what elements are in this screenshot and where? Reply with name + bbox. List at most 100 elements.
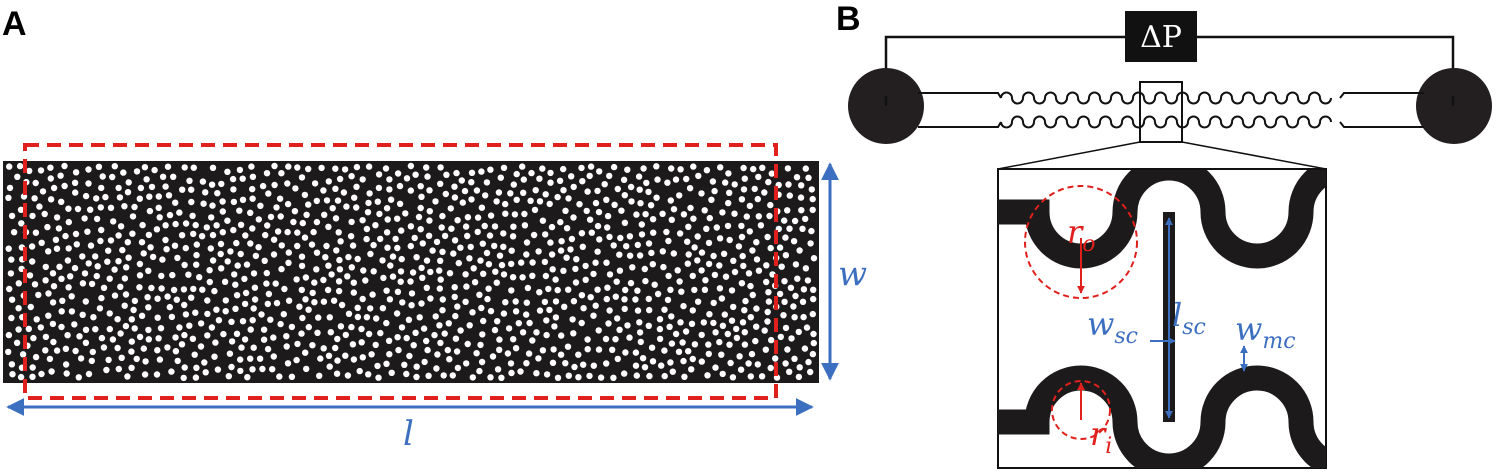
pore [384, 216, 391, 223]
pore [19, 351, 27, 358]
pore [578, 164, 585, 172]
pore [621, 305, 628, 313]
pore [249, 173, 257, 180]
pore [802, 265, 810, 272]
pore [231, 271, 238, 278]
pore [496, 336, 503, 343]
pore [659, 248, 666, 255]
pore [563, 254, 570, 261]
pore [283, 343, 290, 350]
pore [463, 283, 470, 290]
pore [457, 327, 464, 334]
pore [670, 250, 677, 257]
pore [536, 307, 544, 314]
pore [218, 180, 225, 188]
pore [37, 167, 45, 174]
pore [800, 313, 807, 321]
main-channel-width-label: wmc [1235, 310, 1296, 354]
pore [360, 267, 367, 274]
pore [757, 222, 765, 229]
pore [354, 313, 362, 321]
pore [513, 196, 520, 203]
pore [265, 190, 272, 197]
pore [568, 235, 576, 243]
pore [107, 204, 115, 211]
pore [698, 190, 705, 197]
pore [565, 286, 572, 293]
pore [162, 183, 169, 190]
pore [733, 325, 740, 333]
pore [324, 286, 332, 294]
pore [765, 298, 773, 305]
pore [27, 303, 34, 311]
pore [340, 189, 348, 196]
pore [359, 295, 366, 303]
pore [138, 312, 146, 319]
pore [474, 228, 481, 236]
pore [181, 164, 188, 171]
pore [441, 330, 448, 337]
pore [65, 284, 72, 291]
pore [455, 259, 462, 267]
pore [755, 267, 763, 274]
pore [500, 310, 508, 317]
pore [249, 317, 256, 324]
pore [189, 335, 197, 342]
pore [393, 310, 401, 317]
pore [302, 349, 309, 356]
pore [463, 360, 470, 367]
pore [46, 355, 54, 363]
pore [753, 239, 760, 246]
pore [434, 351, 441, 358]
pore [423, 337, 430, 345]
pore [68, 293, 75, 300]
pore [384, 244, 391, 251]
pore [36, 203, 43, 210]
pore [76, 333, 83, 340]
pore [551, 323, 558, 330]
pore [323, 242, 330, 250]
pore [507, 190, 514, 197]
pore [726, 236, 733, 244]
straight-channels [918, 92, 1424, 128]
pore [492, 268, 499, 275]
pore [106, 275, 113, 282]
pore [466, 322, 473, 329]
pore [578, 230, 586, 237]
pore [417, 226, 424, 233]
pore [586, 372, 593, 380]
pore [50, 283, 58, 290]
pore [708, 196, 715, 203]
pore [403, 175, 411, 182]
shortcut-width-sub: sc [1114, 324, 1138, 349]
pore [172, 199, 179, 206]
pore [530, 231, 538, 239]
pore [8, 361, 16, 368]
pore [197, 320, 205, 327]
pore [761, 327, 768, 334]
pore [305, 323, 312, 331]
pore [31, 281, 39, 288]
pore [204, 310, 211, 318]
pore [85, 260, 92, 267]
pore [50, 184, 58, 192]
pore [549, 359, 557, 366]
pore [90, 314, 97, 321]
pore [348, 173, 355, 180]
pore [437, 164, 444, 171]
pore [609, 346, 616, 353]
pore [171, 242, 179, 249]
pore [386, 351, 393, 358]
pore [358, 325, 365, 333]
pore [228, 338, 236, 345]
pore [790, 303, 797, 310]
pore [320, 345, 327, 352]
pore [332, 344, 339, 352]
pore [739, 319, 747, 326]
pore [640, 165, 647, 172]
pore [305, 165, 312, 173]
pore [68, 308, 76, 315]
pore [265, 290, 273, 298]
pore [168, 368, 175, 375]
pore [546, 306, 553, 314]
